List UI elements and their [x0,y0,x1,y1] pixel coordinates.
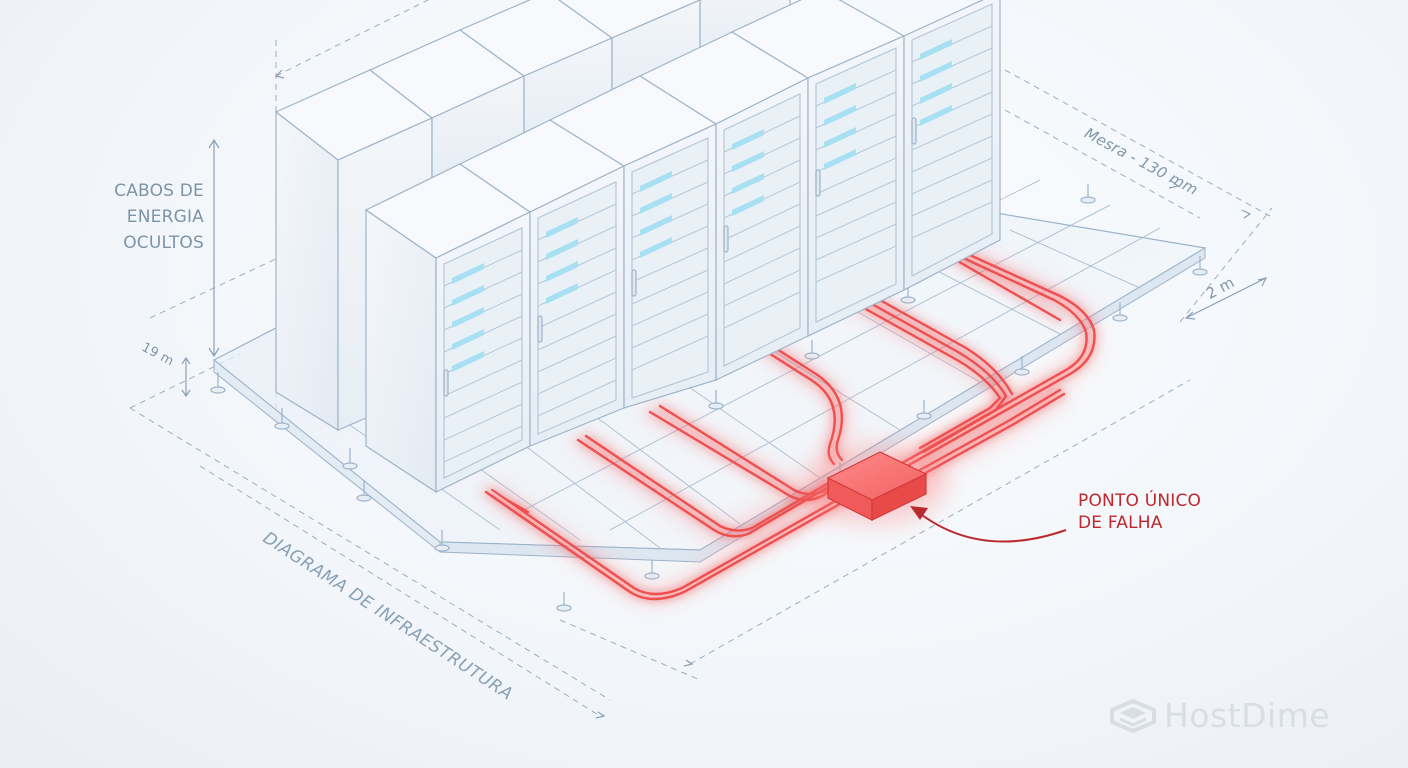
rack-front-2 [458,119,626,447]
rack-row-front [364,0,1001,494]
label-line: ENERGIA [126,207,204,227]
junction-box [806,444,946,524]
floor-pedestals [210,184,1208,612]
label-line: CABOS DE [114,181,204,201]
brand-watermark: HostDime [1110,696,1330,735]
label-line: DE FALHA [1078,513,1163,533]
rack [368,29,526,181]
rack-front-3 [548,75,718,409]
hostdime-logo-icon [1110,698,1156,733]
rack-front-4 [638,31,810,381]
rack-front-6 [903,0,1001,291]
rack-front-5 [730,0,906,337]
single-point-of-failure-label: PONTO ÚNICO DE FALHA [1078,490,1201,534]
label-line: OCULTOS [123,233,204,253]
brand-name: HostDime [1164,696,1331,735]
callout-arrow [910,506,1067,543]
rack-front-1 [364,163,532,494]
label-line: PONTO ÚNICO [1078,491,1202,511]
dimension-arrows [181,69,1268,719]
hidden-cables-label: CABOS DE ENERGIA OCULTOS [108,178,204,256]
